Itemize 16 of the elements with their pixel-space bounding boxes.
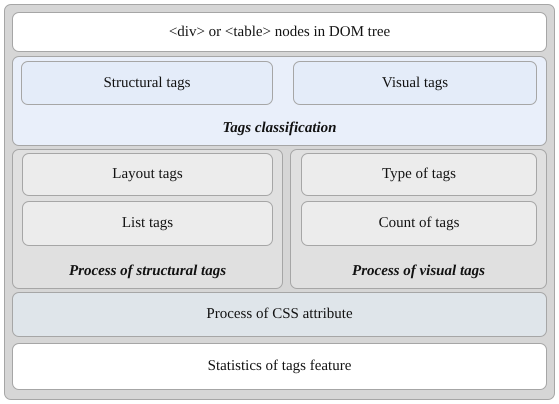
process-box: Visual tags [293,61,537,105]
process-box: Statistics of tags feature [12,343,547,390]
process-box: Layout tags [22,153,273,196]
process-box: Process of CSS attribute [12,292,547,337]
group-title: Process of visual tags [351,263,486,280]
group-panel [12,56,547,146]
process-box: <div> or <table> nodes in DOM tree [12,12,547,52]
process-box: List tags [22,201,273,246]
process-box: Structural tags [21,61,273,105]
group-panel [12,149,283,289]
process-box: Count of tags [301,201,537,246]
group-panel [290,149,547,289]
group-title: Tags classification [221,120,338,137]
panel-background [4,4,555,400]
group-title: Process of structural tags [68,263,228,280]
process-box: Type of tags [301,153,537,196]
